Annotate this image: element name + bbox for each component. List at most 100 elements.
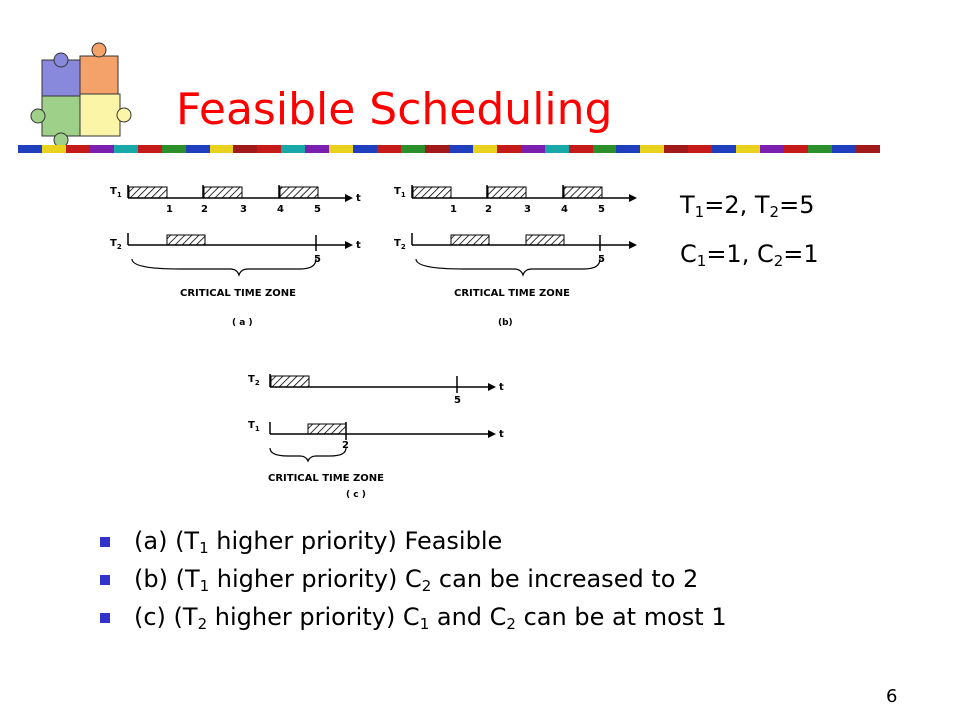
stripe-segment bbox=[664, 145, 689, 153]
diagram-a: T1 t 1 2 3 4 5 T2 t 5 CRITICAL TIME ZONE… bbox=[110, 185, 361, 328]
tick-label: 5 bbox=[314, 204, 321, 215]
param-sub: 2 bbox=[773, 252, 784, 270]
bullet-square-icon bbox=[100, 613, 110, 623]
subfigure-label: ( a ) bbox=[232, 318, 253, 328]
bullet-sub: 2 bbox=[421, 577, 432, 595]
tick-label: 5 bbox=[598, 254, 605, 265]
stripe-segment bbox=[401, 145, 425, 153]
slide-title: Feasible Scheduling bbox=[176, 84, 613, 135]
stripe-segment bbox=[185, 145, 210, 153]
stripe-segment bbox=[41, 145, 66, 153]
stripe-segment bbox=[424, 145, 449, 153]
job-block bbox=[450, 234, 490, 246]
subfigure-label: ( c ) bbox=[346, 490, 366, 500]
arrow-head bbox=[488, 430, 496, 438]
job-block bbox=[412, 186, 452, 199]
job-block bbox=[166, 234, 206, 246]
scheduling-timeline-diagram: T1 t 1 2 3 4 5 T2 t 5 CRITICAL TIME ZONE… bbox=[110, 185, 637, 500]
bullet-sub: 1 bbox=[199, 539, 209, 557]
bullet-text: (b) (T bbox=[134, 565, 200, 593]
cost-line: C1=1, C2=1 bbox=[680, 233, 819, 282]
tick-label: 5 bbox=[454, 395, 461, 406]
stripe-segment bbox=[640, 145, 665, 153]
param-label: C bbox=[680, 240, 697, 268]
stripe-segment bbox=[18, 145, 42, 153]
stripe-segment bbox=[544, 145, 569, 153]
critical-zone-brace bbox=[131, 258, 317, 277]
critical-zone-label: CRITICAL TIME ZONE bbox=[454, 288, 570, 299]
axis-label: t bbox=[499, 429, 504, 440]
bullet-text: higher priority) C bbox=[207, 603, 420, 631]
bullet-item: (c) (T2 higher priority) C1 and C2 can b… bbox=[100, 598, 727, 636]
param-value: =1 bbox=[783, 240, 819, 268]
bullet-text: (c) (T bbox=[134, 603, 198, 631]
tick-label: 4 bbox=[561, 204, 568, 215]
param-value: =2, bbox=[704, 191, 755, 219]
tick-label: 2 bbox=[201, 204, 208, 215]
param-sub: 1 bbox=[696, 252, 707, 270]
arrow-head bbox=[488, 383, 496, 391]
bullet-sub: 1 bbox=[199, 577, 210, 595]
bullet-text: can be increased to 2 bbox=[431, 565, 699, 593]
stripe-segment bbox=[855, 145, 880, 153]
bullet-text: higher priority) C bbox=[209, 565, 422, 593]
period-line: T1=2, T2=5 bbox=[680, 184, 819, 233]
job-block bbox=[270, 375, 310, 388]
task-parameters: T1=2, T2=5 C1=1, C2=1 bbox=[680, 184, 819, 282]
tick-label: 1 bbox=[450, 204, 457, 215]
job-block bbox=[279, 186, 319, 199]
bullet-item: (b) (T1 higher priority) C2 can be incre… bbox=[100, 560, 727, 598]
arrow-head bbox=[629, 194, 637, 202]
bullet-sub: 2 bbox=[506, 615, 516, 633]
task-label: T1 bbox=[110, 186, 122, 199]
tick-label: 5 bbox=[598, 204, 605, 215]
tick-label: 3 bbox=[240, 204, 247, 215]
stripe-segment bbox=[65, 145, 90, 153]
bullet-square-icon bbox=[100, 575, 110, 585]
stripe-segment bbox=[784, 145, 808, 153]
stripe-segment bbox=[688, 145, 713, 153]
stripe-segment bbox=[377, 145, 401, 153]
bullet-square-icon bbox=[100, 537, 110, 547]
stripe-segment bbox=[592, 145, 617, 153]
stripe-segment bbox=[353, 145, 378, 153]
critical-zone-brace bbox=[415, 258, 601, 277]
stripe-segment bbox=[472, 145, 497, 153]
stripe-segment bbox=[305, 145, 330, 153]
title-divider-stripe bbox=[18, 145, 880, 153]
tick-label: 2 bbox=[342, 440, 349, 451]
param-label: T bbox=[680, 191, 695, 219]
stripe-segment bbox=[568, 145, 593, 153]
stripe-segment bbox=[137, 145, 162, 153]
diagram-c: T2 t 5 T1 t 2 CRITICAL TIME ZONE ( c ) bbox=[248, 374, 504, 500]
stripe-segment bbox=[807, 145, 832, 153]
tick-label: 2 bbox=[485, 204, 492, 215]
bullet-text: (a) (T bbox=[134, 527, 200, 555]
job-block bbox=[487, 186, 527, 199]
task-label: T2 bbox=[394, 238, 406, 251]
stripe-segment bbox=[736, 145, 761, 153]
diagram-b: T1 t 1 2 3 4 5 T2 t 5 CRITICAL TIME ZONE… bbox=[394, 185, 637, 328]
stripe-segment bbox=[520, 145, 545, 153]
task-label: T1 bbox=[394, 186, 406, 199]
param-sub: 2 bbox=[769, 203, 780, 221]
stripe-segment bbox=[89, 145, 114, 153]
page-number: 6 bbox=[886, 686, 898, 707]
stripe-segment bbox=[616, 145, 641, 153]
task-label: T1 bbox=[248, 420, 260, 433]
bullet-text: can be at most 1 bbox=[515, 603, 727, 631]
critical-zone-label: CRITICAL TIME ZONE bbox=[180, 288, 296, 299]
param-sub: 1 bbox=[694, 203, 705, 221]
param-label: C bbox=[756, 240, 774, 268]
stripe-segment bbox=[209, 145, 234, 153]
critical-zone-brace bbox=[269, 447, 347, 463]
stripe-segment bbox=[281, 145, 306, 153]
stripe-segment bbox=[448, 145, 473, 153]
axis-label: t bbox=[499, 382, 504, 393]
job-block bbox=[128, 186, 168, 199]
stripe-segment bbox=[496, 145, 521, 153]
bullet-sub: 2 bbox=[197, 615, 208, 633]
tick-label: 3 bbox=[524, 204, 531, 215]
tick-label: 4 bbox=[277, 204, 284, 215]
tick-label: 1 bbox=[166, 204, 173, 215]
